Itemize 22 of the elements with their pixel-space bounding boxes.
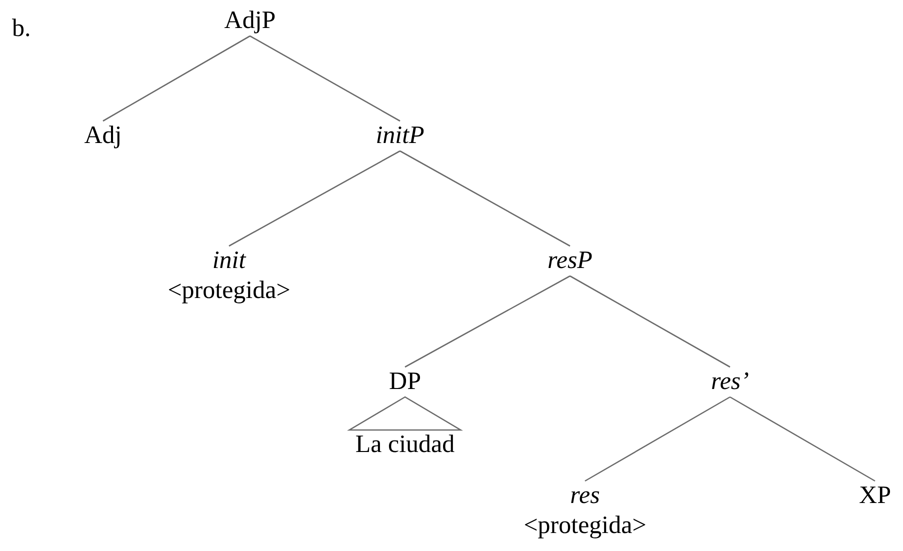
tree-node-label: resP <box>548 246 592 276</box>
branch-line <box>228 150 400 247</box>
branch-line <box>102 35 250 122</box>
example-label: b. <box>12 14 31 44</box>
tree-node-label: La ciudad <box>355 430 455 460</box>
tree-node-label: res’ <box>711 367 749 397</box>
branch-line <box>570 275 730 368</box>
word-label: <protegida> <box>168 276 290 306</box>
tree-node-label: initP <box>376 121 424 151</box>
branch-line <box>400 150 570 247</box>
word-label: <protegida> <box>524 511 646 541</box>
tree-node-label: DP <box>389 367 421 397</box>
tree-node-label: XP <box>859 481 891 511</box>
tree-node-label: Adj <box>84 121 122 151</box>
branch-line <box>584 396 730 482</box>
branch-line <box>250 35 400 122</box>
branch-line <box>730 396 876 482</box>
triangle-edge <box>347 396 463 431</box>
branch-line <box>404 275 570 368</box>
tree-node-label: init <box>212 246 246 276</box>
tree-node-label: res <box>570 481 600 511</box>
tree-node-label: AdjP <box>224 6 276 36</box>
